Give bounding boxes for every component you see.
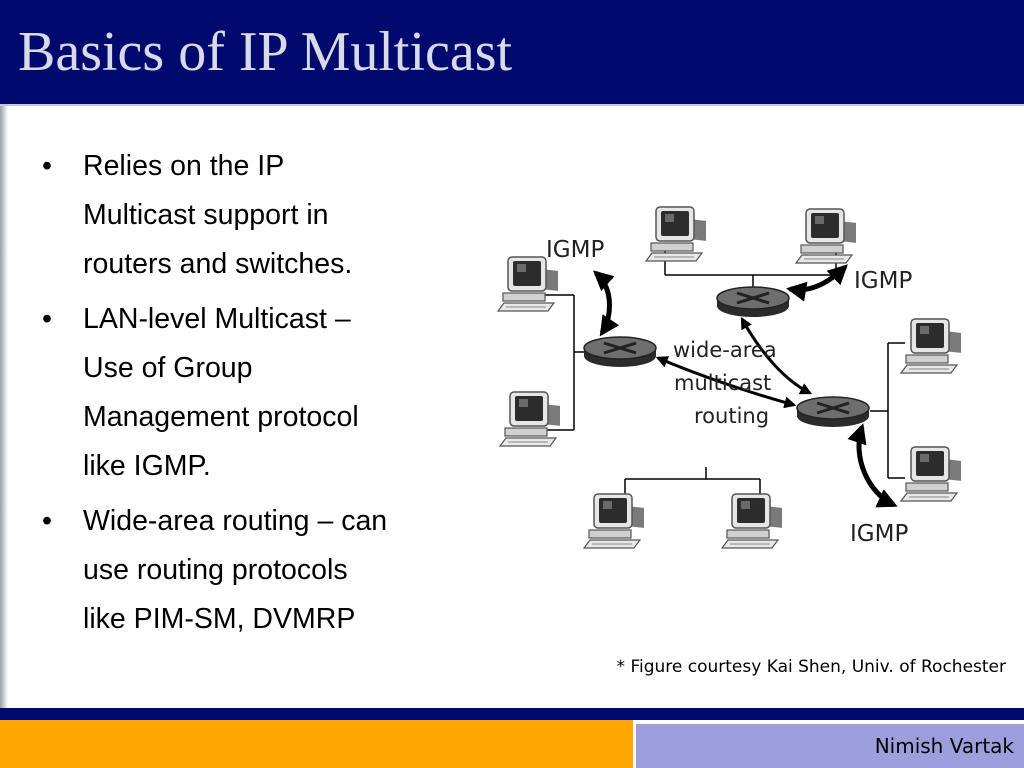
- footer-bar: [0, 708, 1024, 720]
- figure-caption: * Figure courtesy Kai Shen, Univ. of Roc…: [616, 657, 1006, 677]
- wide-area-label: multicast: [674, 371, 771, 395]
- slide-title: Basics of IP Multicast: [18, 21, 513, 83]
- footer-accent-lavender: [636, 724, 1024, 768]
- footer-accent-orange: [0, 720, 633, 768]
- wide-area-label: wide-area: [673, 338, 777, 362]
- computer-icon: [499, 391, 561, 447]
- computer-icon: [583, 493, 645, 549]
- bullet-text: Wide-area routing – can use routing prot…: [83, 505, 388, 635]
- bullet-item: • Wide-area routing – can use routing pr…: [40, 497, 460, 644]
- bullet-text: LAN-level Multicast – Use of Group Manag…: [83, 303, 359, 482]
- left-edge-shadow: [0, 106, 8, 708]
- computer-icon: [497, 256, 559, 312]
- igmp-arrows: [593, 264, 898, 508]
- presenter-name: Nimish Vartak: [874, 734, 1014, 758]
- router-icon: [795, 395, 871, 429]
- wide-area-label: routing: [694, 404, 769, 428]
- bullet-dot: •: [42, 505, 52, 537]
- bullet-dot: •: [42, 303, 52, 335]
- router-icon: [582, 335, 658, 369]
- bullet-dot: •: [42, 150, 52, 182]
- computer-icon: [645, 206, 707, 262]
- title-divider: [0, 104, 1024, 106]
- bullet-list: • Relies on the IP Multicast support in …: [40, 142, 460, 650]
- computer-icon: [900, 446, 962, 502]
- router-icon: [715, 285, 791, 319]
- igmp-label: IGMP: [854, 268, 912, 294]
- bullet-item: • LAN-level Multicast – Use of Group Man…: [40, 295, 460, 491]
- computer-icon: [900, 318, 962, 374]
- computer-icon: [721, 493, 783, 549]
- routing-arrows: [655, 316, 813, 409]
- bullet-item: • Relies on the IP Multicast support in …: [40, 142, 460, 289]
- computer-icon: [795, 208, 857, 264]
- igmp-label: IGMP: [546, 237, 604, 263]
- igmp-label: IGMP: [850, 521, 908, 547]
- title-bar: [0, 0, 1024, 106]
- multicast-network-diagram: IGMP IGMP IGMP wide-area multicast routi…: [490, 195, 980, 565]
- bullet-text: Relies on the IP Multicast support in ro…: [83, 150, 353, 280]
